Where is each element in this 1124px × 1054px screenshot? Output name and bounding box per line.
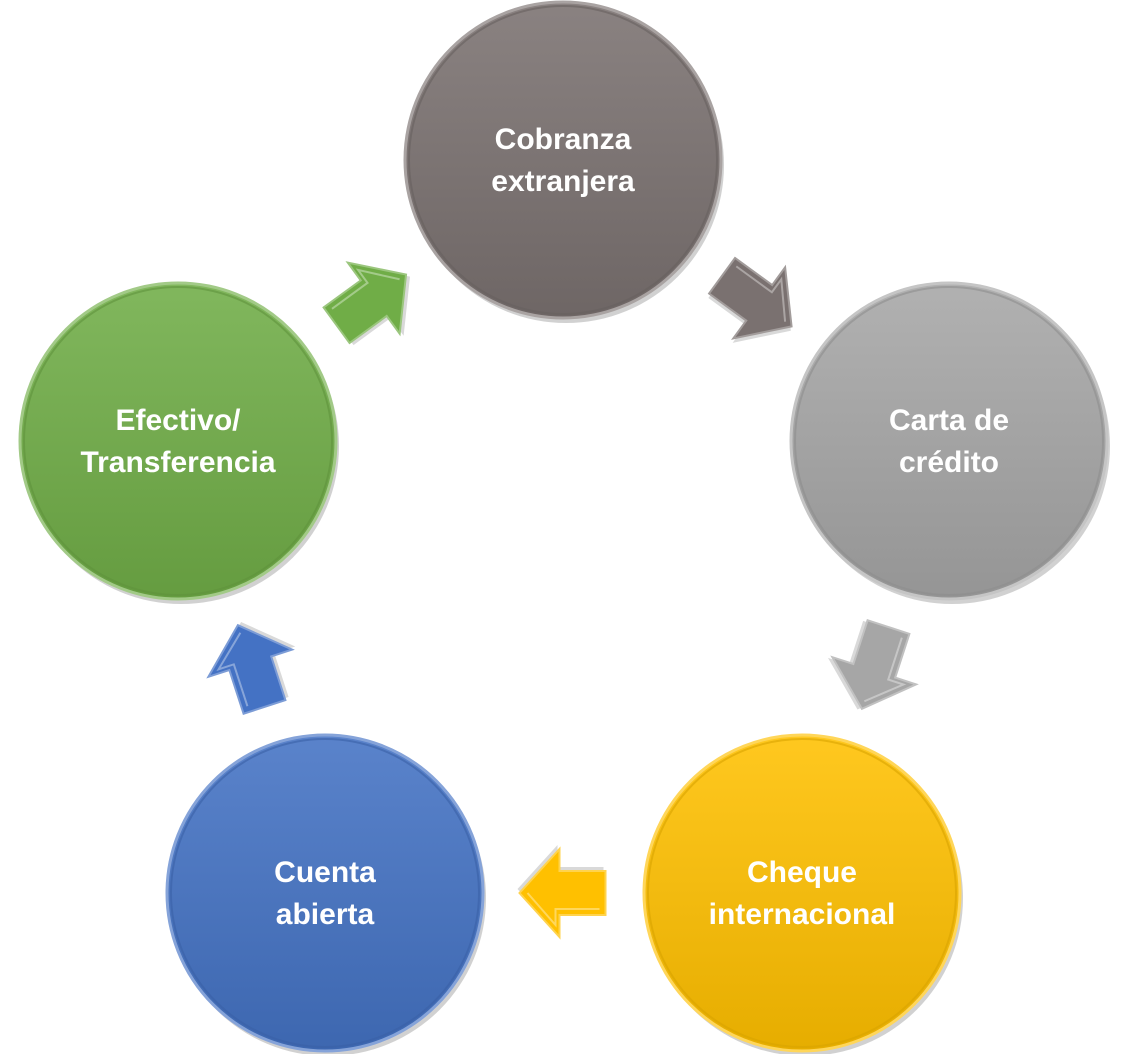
arrow-icon	[206, 623, 295, 716]
arrow-icon	[322, 261, 408, 345]
arrow-highlight	[526, 892, 600, 928]
node-label-line: Transferencia	[80, 446, 275, 479]
node-circle	[789, 281, 1109, 601]
node-rim	[794, 286, 1104, 596]
node-cobranza: Cobranza extranjera	[403, 0, 724, 323]
arrow-highlight	[863, 637, 907, 703]
node-rim	[23, 286, 333, 596]
arrow-efectivo-to-cobranza	[322, 261, 411, 346]
arrow-cobranza-to-carta	[707, 256, 793, 343]
node-rim	[408, 5, 718, 315]
arrow-highlight	[216, 632, 249, 707]
node-label-line: crédito	[899, 446, 999, 479]
node-label-line: extranjera	[491, 165, 635, 198]
node-circle	[642, 733, 962, 1053]
node-label-line: internacional	[709, 898, 896, 931]
node-label-line: abierta	[276, 898, 375, 931]
arrow-icon	[830, 618, 919, 711]
node-rim	[647, 738, 957, 1048]
arrow-cuenta-to-efectivo	[206, 622, 296, 716]
node-circle	[165, 733, 485, 1053]
node-cheque: Cheque internacional	[642, 733, 963, 1054]
arrow-highlight	[735, 265, 787, 322]
node-label-line: Efectivo/	[115, 404, 241, 437]
node-label-line: Cuenta	[274, 856, 376, 889]
arrow-highlight	[331, 268, 400, 310]
arrows-layer	[206, 256, 919, 940]
node-label-line: Cheque	[747, 856, 857, 889]
node-rim	[170, 738, 480, 1048]
node-carta: Carta de crédito	[789, 281, 1110, 604]
arrow-icon	[518, 846, 607, 940]
arrow-cheque-to-cuenta	[517, 845, 607, 940]
node-cuenta: Cuenta abierta	[165, 733, 486, 1054]
node-label-line: Cobranza	[495, 123, 632, 156]
arrow-carta-to-cheque	[827, 618, 919, 711]
node-efectivo: Efectivo/Transferencia	[18, 281, 339, 604]
node-circle	[18, 281, 338, 601]
arrow-icon	[707, 256, 793, 340]
node-circle	[403, 0, 723, 320]
node-label-line: Carta de	[889, 404, 1009, 437]
